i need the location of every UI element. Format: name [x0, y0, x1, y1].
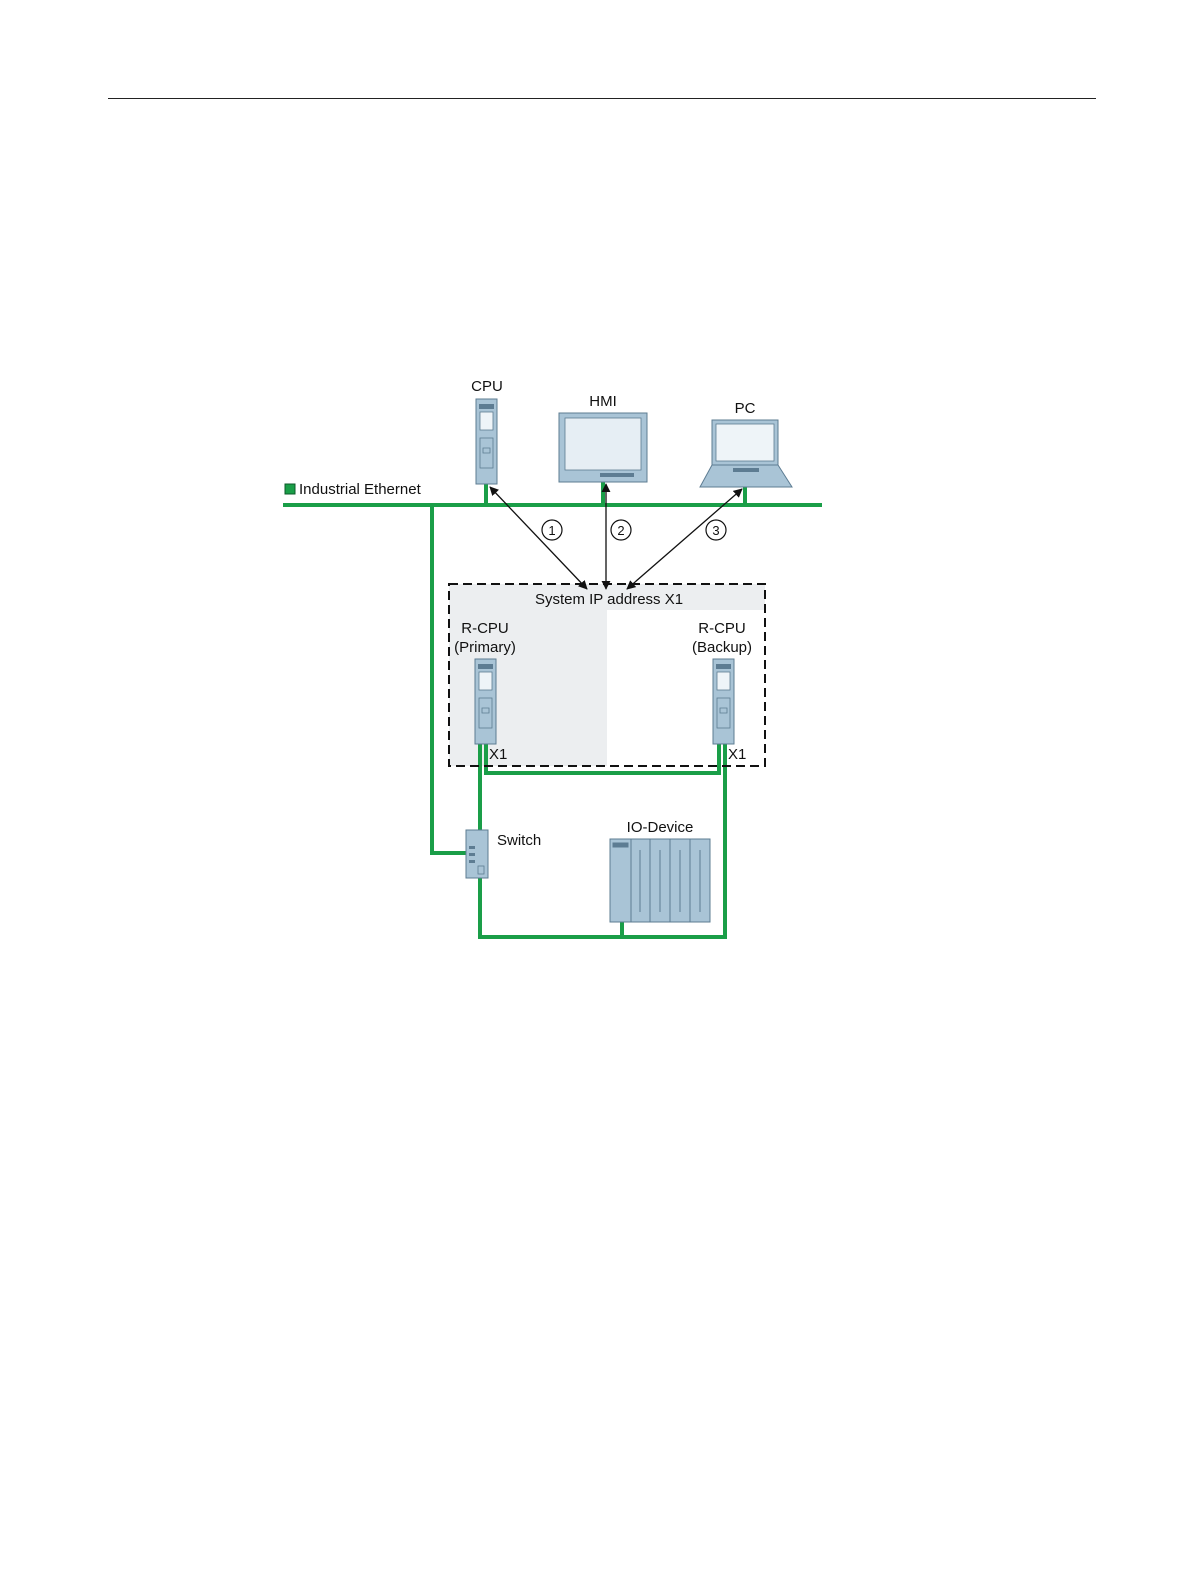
connection-badge-3: 3: [706, 520, 726, 540]
port-label-backup: X1: [728, 746, 746, 763]
primary-label-line1: R-CPU: [461, 620, 509, 637]
rcpu-primary-icon: [475, 659, 496, 744]
pc-icon: [700, 420, 792, 487]
backup-label-line1: R-CPU: [698, 620, 746, 637]
ethernet-legend-swatch: [285, 484, 295, 494]
primary-label-line2: (Primary): [454, 639, 516, 656]
connection-badge-2: 2: [611, 520, 631, 540]
connection-badge-1: 1: [542, 520, 562, 540]
ethernet-legend-label: Industrial Ethernet: [299, 481, 422, 498]
cpu-icon: [476, 399, 497, 484]
hmi-icon: [559, 413, 647, 482]
switch-icon: [466, 830, 488, 878]
system-ip-title: System IP address X1: [535, 591, 683, 608]
svg-text:3: 3: [712, 523, 719, 538]
port-label-primary: X1: [489, 746, 507, 763]
pc-label: PC: [735, 400, 756, 417]
switch-label: Switch: [497, 832, 541, 849]
backup-label-line2: (Backup): [692, 639, 752, 656]
io-device-icon: [610, 839, 710, 922]
svg-text:1: 1: [548, 523, 555, 538]
primary-shade: [449, 584, 607, 766]
svg-text:2: 2: [617, 523, 624, 538]
cpu-label: CPU: [471, 378, 503, 395]
hmi-label: HMI: [589, 393, 617, 410]
rcpu-backup-icon: [713, 659, 734, 744]
io-device-label: IO-Device: [627, 819, 694, 836]
